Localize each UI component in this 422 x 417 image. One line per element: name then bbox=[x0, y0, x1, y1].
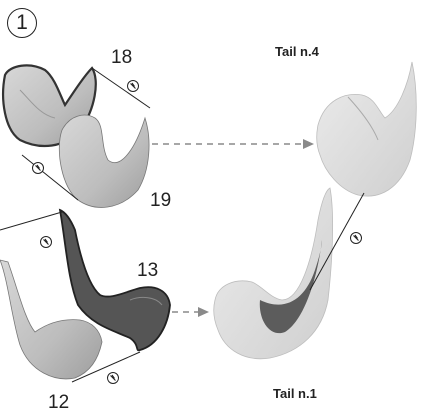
arrow-to-tail-1 bbox=[172, 307, 209, 317]
tail-1-model bbox=[214, 188, 333, 359]
symmetry-marker-icon bbox=[33, 163, 44, 174]
symmetry-marker-icon bbox=[108, 373, 119, 384]
fragment-19 bbox=[59, 115, 149, 207]
label-18: 18 bbox=[111, 47, 132, 69]
arrow-to-tail-4 bbox=[152, 139, 314, 149]
label-13: 13 bbox=[137, 260, 158, 282]
symmetry-marker-icon bbox=[351, 233, 362, 244]
label-tail-1: Tail n.1 bbox=[273, 386, 317, 401]
symmetry-marker-icon bbox=[128, 81, 139, 92]
label-19: 19 bbox=[150, 190, 171, 212]
label-tail-4: Tail n.4 bbox=[275, 44, 319, 59]
tail-4-model bbox=[317, 62, 417, 196]
label-12: 12 bbox=[48, 392, 69, 414]
symmetry-marker-icon bbox=[41, 237, 52, 248]
